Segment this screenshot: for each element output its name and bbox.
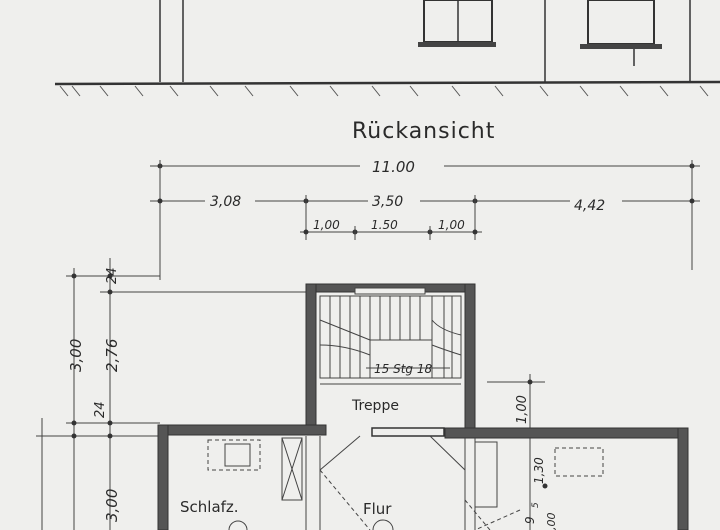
room-label-treppe: Treppe <box>351 398 399 414</box>
dim-v-lower: 3,00 <box>103 489 121 522</box>
room-label-flur: Flur <box>363 500 392 518</box>
fixture-circle <box>372 519 394 530</box>
elevation-window <box>418 0 496 47</box>
right-dimensions: 1,00 1,30 9 5 ,00 <box>487 374 558 530</box>
stair-label: 15 Stg 18 <box>374 362 432 376</box>
wall-top-right <box>444 427 689 439</box>
wall-left <box>157 424 169 530</box>
dim-overall: 11.00 <box>372 158 415 176</box>
dim-small-v1: 9 <box>523 516 537 524</box>
dim-room-v: 1,30 <box>532 457 546 484</box>
dim-sub-left: 1,00 <box>313 218 340 232</box>
fixture-circle <box>228 520 248 530</box>
wall-top-left <box>157 424 327 436</box>
wardrobe-dashed <box>207 439 261 471</box>
stair-hall: 15 Stg 18 Treppe <box>305 283 476 431</box>
stair-window <box>354 287 426 295</box>
ground-line <box>54 80 720 86</box>
vertical-dimensions: 24 3,00 2,76 24 3,00 <box>36 258 306 530</box>
interior-fixtures: Schlafz. Flur <box>180 435 604 530</box>
stair-landing <box>369 339 433 379</box>
elevation-title: Rückansicht <box>352 119 495 144</box>
dim-right: 4,42 <box>574 198 605 214</box>
dim-v-top: 24 <box>105 267 120 284</box>
wall-right <box>677 427 689 530</box>
door-opening <box>371 427 445 437</box>
cabinet-right <box>474 441 498 508</box>
ground-hatch <box>59 85 709 97</box>
dim-right-v: 1,00 <box>515 395 530 424</box>
horizontal-dimensions: 11.00 3,08 3,50 4,42 1,00 1.50 1,00 <box>150 157 700 280</box>
room-label-schlafz: Schlafz. <box>180 498 239 516</box>
cabinet <box>281 437 303 501</box>
dim-small-v3: ,00 <box>545 513 558 530</box>
dim-sub-right: 1,00 <box>438 218 465 232</box>
dim-small-v2: 5 <box>531 502 541 508</box>
dim-v-inner: 2,76 <box>103 339 121 372</box>
elevation-window <box>580 0 662 66</box>
door-swing <box>319 435 361 471</box>
dim-sub-mid: 1.50 <box>371 218 398 232</box>
dim-v-total: 3,00 <box>67 339 85 372</box>
floor-walls <box>157 424 689 530</box>
dim-left: 3,08 <box>210 194 241 210</box>
furniture-dashed-right <box>554 447 604 477</box>
dim-middle: 3,50 <box>372 194 403 210</box>
rear-elevation: Rückansicht <box>54 0 720 144</box>
furniture-box <box>224 443 251 467</box>
dim-v-mid: 24 <box>93 401 108 418</box>
